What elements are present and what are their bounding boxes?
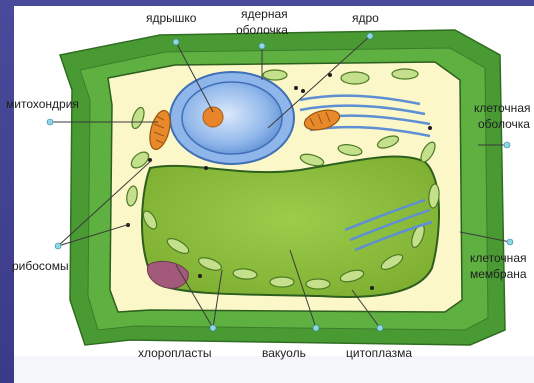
label-nucleolus: ядрышко xyxy=(146,11,197,25)
chloroplast xyxy=(263,70,287,80)
label-nucleus: ядро xyxy=(352,11,379,25)
nucleolus xyxy=(203,107,223,127)
chloroplast xyxy=(270,277,294,287)
nucleus xyxy=(182,82,282,154)
label-cytoplasm: цитоплазма xyxy=(346,346,412,360)
label-cell-membrane-line1: клеточная xyxy=(470,251,526,265)
label-ribosomes: рибосомы xyxy=(12,259,69,273)
label-vacuole: вакуоль xyxy=(262,346,306,360)
chloroplast xyxy=(392,69,418,79)
label-mitochondrion: митохондрия xyxy=(6,97,79,111)
label-cell-membrane-line2: мембрана xyxy=(470,267,527,281)
chloroplast xyxy=(306,279,330,289)
label-nuclear-envelope-line1: ядерная xyxy=(241,7,288,21)
label-chloroplasts: хлоропласты xyxy=(138,346,211,360)
label-cell-wall-line1: клеточная xyxy=(474,101,530,115)
label-cell-wall-line2: оболочка xyxy=(478,117,530,131)
chloroplast xyxy=(341,72,369,84)
label-nuclear-envelope-line2: оболочка xyxy=(236,23,288,37)
